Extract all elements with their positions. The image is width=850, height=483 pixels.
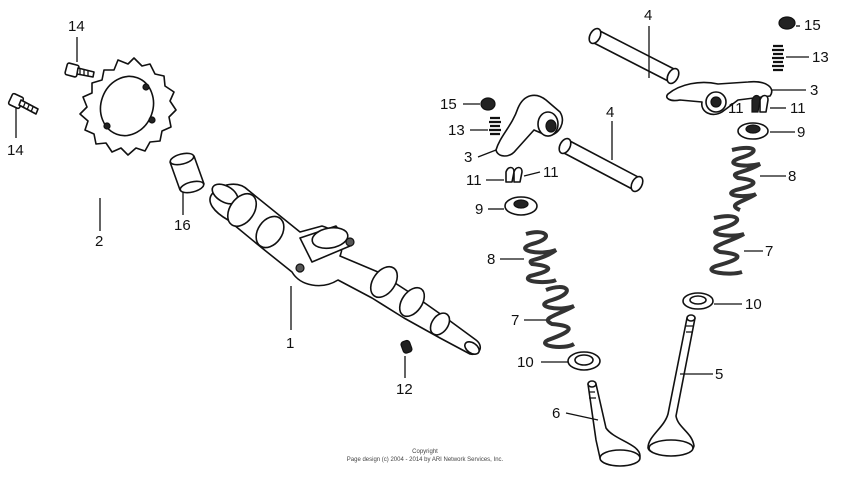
callout-15-right: 15 — [804, 17, 821, 34]
callout-2: 2 — [95, 233, 103, 250]
dowel-pin — [400, 339, 413, 354]
outer-valve-spring-right — [729, 145, 762, 212]
callout-9-left: 9 — [475, 201, 483, 218]
callout-15-left: 15 — [440, 96, 457, 113]
callout-14-lower: 14 — [7, 142, 24, 159]
callout-16: 16 — [174, 217, 191, 234]
callout-11-right-a: 11 — [728, 100, 744, 117]
intake-valve — [587, 380, 641, 467]
spring-seat-right — [682, 292, 714, 310]
callout-11-left-a: 11 — [466, 172, 482, 189]
inner-valve-spring-left — [542, 285, 576, 349]
rocker-shaft-left — [558, 137, 644, 193]
callout-7-left: 7 — [511, 312, 519, 329]
spring-seat-left — [567, 351, 601, 371]
callout-8-left: 8 — [487, 251, 495, 268]
callout-5: 5 — [715, 366, 723, 383]
copyright-notice: Copyright Page design (c) 2004 - 2014 by… — [347, 449, 504, 463]
inner-valve-spring-right — [709, 214, 745, 276]
lock-nut-left — [480, 97, 496, 111]
cam-sprocket — [79, 57, 177, 156]
callout-11-left-b: 11 — [543, 164, 559, 181]
callout-12: 12 — [396, 381, 413, 398]
copyright-line-2: Page design (c) 2004 - 2014 by ARI Netwo… — [347, 457, 504, 463]
rocker-arm-left — [495, 94, 564, 157]
leader-lines — [15, 25, 809, 421]
callout-13-right: 13 — [812, 49, 829, 66]
callout-11-right-b: 11 — [790, 100, 806, 117]
callout-labels: 1 2 14 14 16 12 4 4 15 13 3 11 11 9 8 7 … — [7, 7, 829, 422]
bolt-upper — [64, 62, 95, 78]
copyright-line-1: Copyright — [412, 449, 438, 455]
callout-7-right: 7 — [765, 243, 773, 260]
callout-4-right: 4 — [644, 7, 652, 24]
bolt-lower — [7, 92, 39, 115]
callout-3-left: 3 — [464, 149, 472, 166]
callout-3-right: 3 — [810, 82, 818, 99]
camshaft — [209, 183, 482, 356]
spring-retainer-left — [504, 196, 538, 216]
collar — [169, 152, 205, 194]
valve-cotter-right — [751, 94, 769, 113]
callout-1: 1 — [286, 335, 294, 352]
exhaust-valve — [647, 314, 696, 457]
callout-13-left: 13 — [448, 122, 465, 139]
lock-nut-right — [778, 16, 796, 30]
spring-retainer-right — [737, 122, 769, 140]
callout-14-upper: 14 — [68, 18, 85, 35]
adjusting-screw-right — [772, 44, 784, 72]
adjusting-screw-left — [489, 116, 501, 136]
outer-valve-spring-left — [523, 230, 558, 285]
callout-9-right: 9 — [797, 124, 805, 141]
callout-6: 6 — [552, 405, 560, 422]
rocker-arm-right — [665, 80, 773, 116]
callout-10-left: 10 — [517, 354, 534, 371]
callout-8-right: 8 — [788, 168, 796, 185]
rocker-shaft-right — [588, 27, 680, 85]
valve-cotter-left — [505, 166, 523, 183]
callout-4-left: 4 — [606, 104, 614, 121]
callout-10-right: 10 — [745, 296, 762, 313]
